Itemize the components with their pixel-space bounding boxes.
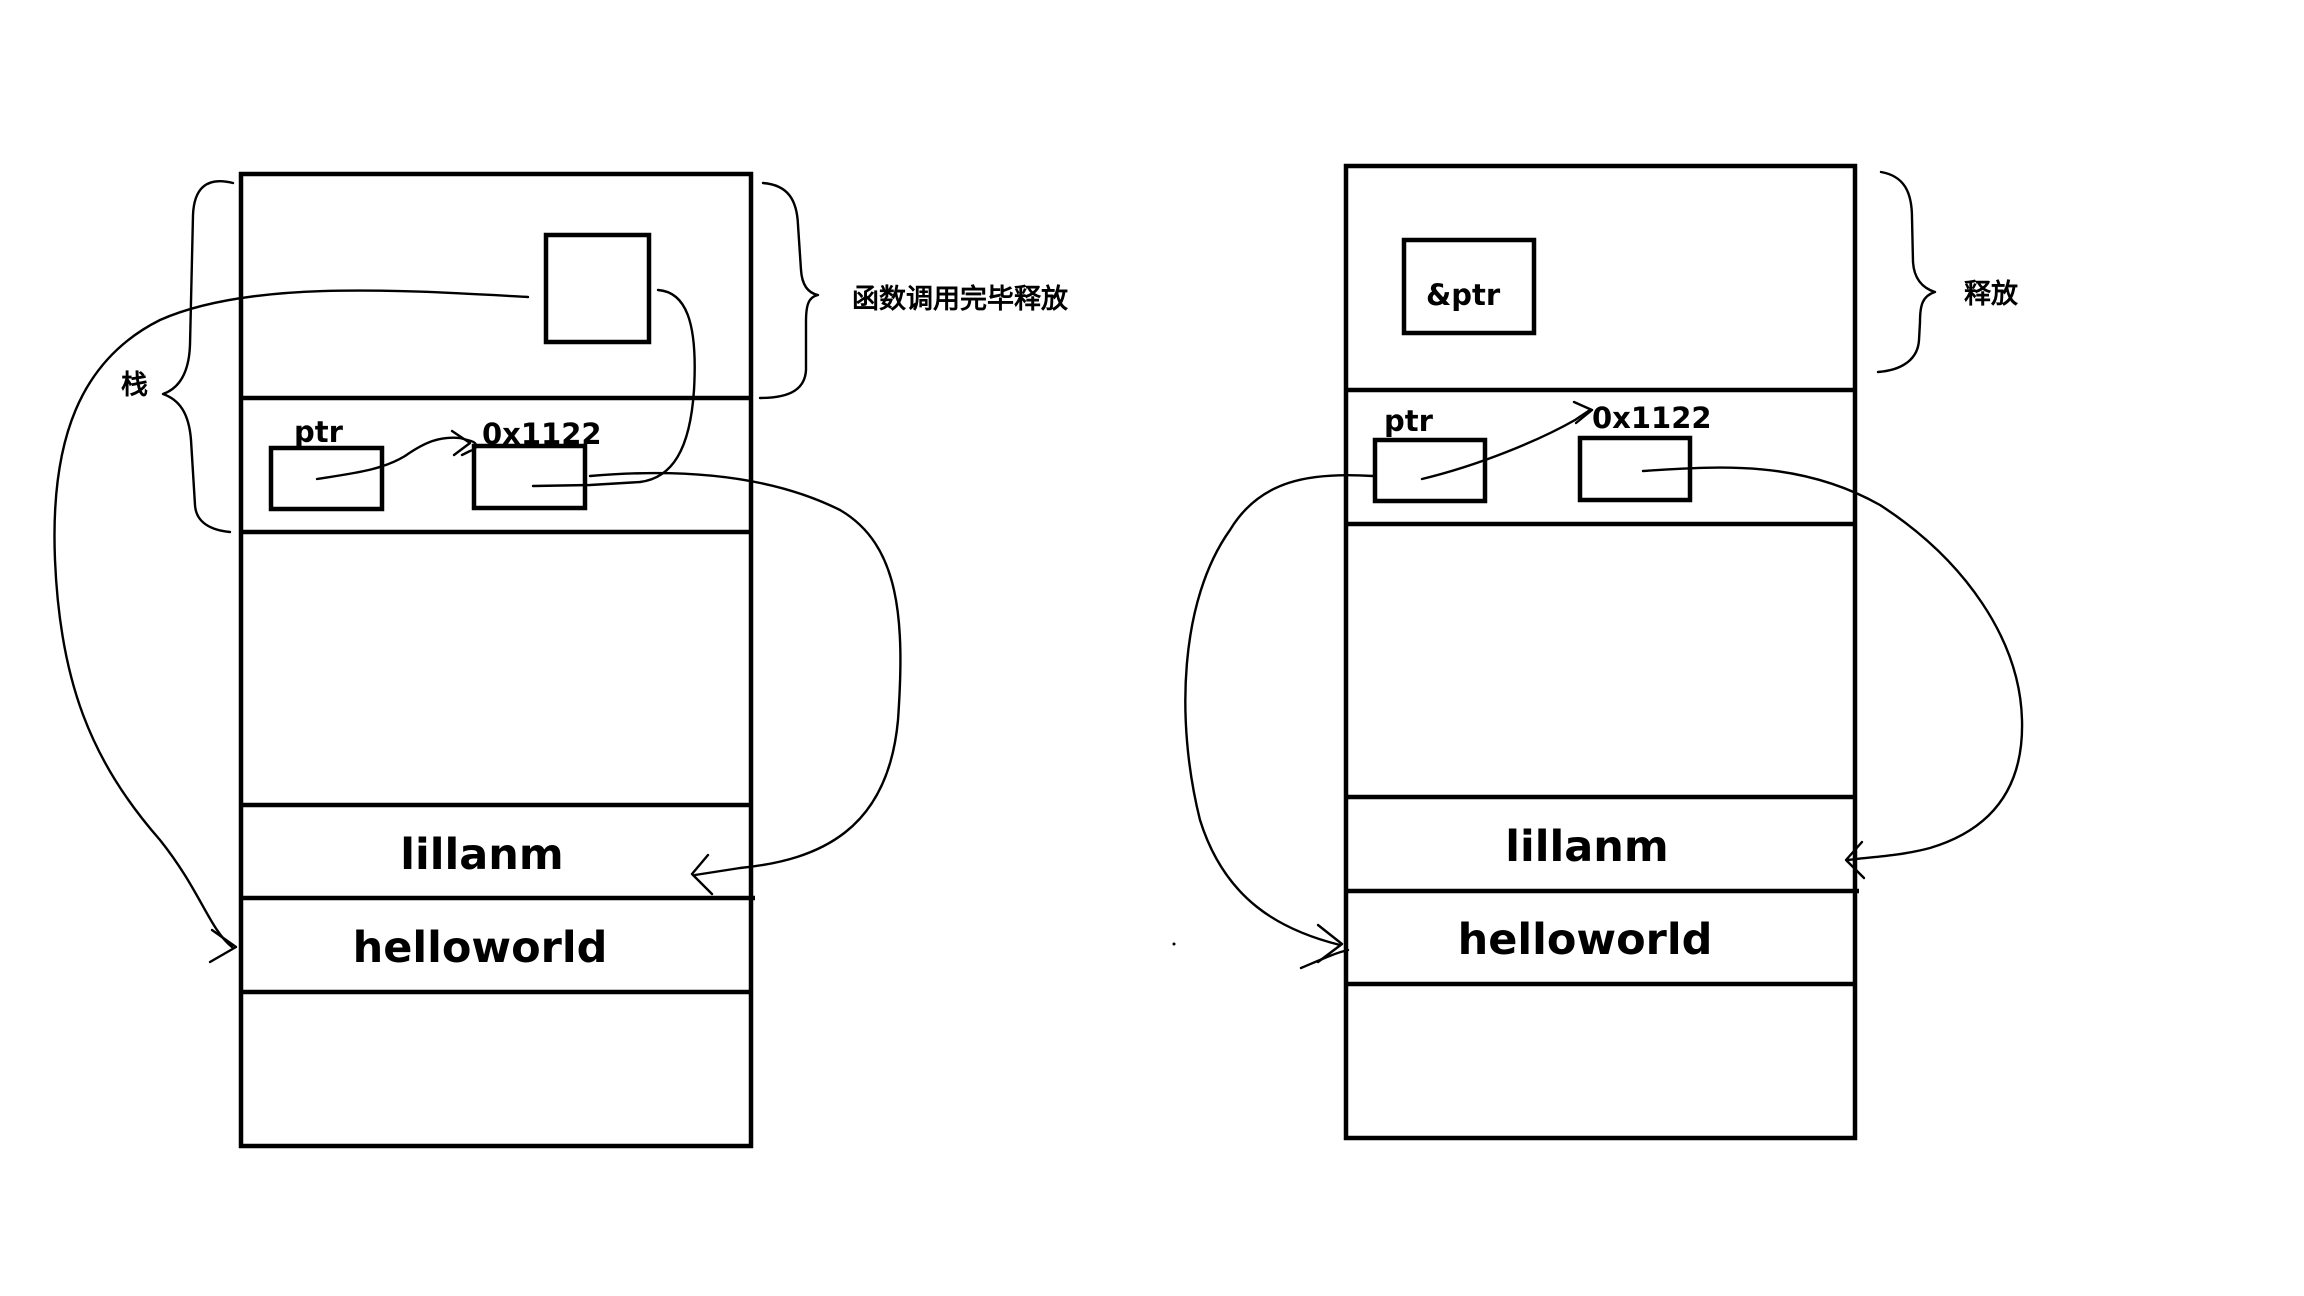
left-lillanm-arrowhead bbox=[690, 853, 714, 896]
right-addr-label: 0x1122 bbox=[1592, 401, 1712, 435]
left-function-box bbox=[543, 232, 652, 345]
right-ref-box bbox=[1401, 237, 1537, 336]
left-function-brace bbox=[758, 181, 820, 400]
right-helloworld-tail bbox=[1299, 948, 1350, 970]
left-addr-box bbox=[471, 443, 588, 511]
left-addr-label: 0x1122 bbox=[482, 417, 602, 451]
right-addr-to-lillanm-arrow bbox=[1641, 466, 2024, 862]
right-release-brace bbox=[1876, 170, 1937, 374]
left-func-to-helloworld-arrow bbox=[53, 289, 530, 949]
left-stack-label: 栈 bbox=[121, 370, 148, 401]
left-ptr-label: ptr bbox=[294, 415, 344, 449]
right-string-1: lillanm bbox=[1505, 822, 1668, 872]
right-helloworld-arrowhead bbox=[1316, 923, 1344, 964]
right-memory-frame bbox=[1343, 163, 1858, 1141]
left-func-to-addr-arrow bbox=[531, 288, 696, 488]
right-lillanm-arrowhead bbox=[1844, 840, 1866, 880]
left-string-2: helloworld bbox=[353, 923, 608, 973]
right-ptr-to-addr-arrow bbox=[1420, 408, 1592, 481]
left-brace-label: 函数调用完毕释放 bbox=[852, 283, 1069, 315]
right-memory-panel: &ptr ptr 0x1122 lillanm helloworld 释放 bbox=[1184, 163, 2024, 1141]
stray-dot bbox=[1172, 942, 1176, 946]
right-ptr-to-helloworld-arrow bbox=[1184, 473, 1375, 947]
left-memory-panel: ptr 0x1122 lillanm helloworld 栈 函数调用完毕释放 bbox=[53, 171, 1069, 1149]
left-stack-brace bbox=[161, 180, 235, 534]
left-ptr-to-addr-arrow bbox=[315, 436, 478, 481]
left-ptr-arrowhead bbox=[450, 429, 472, 457]
right-ref-label: &ptr bbox=[1426, 278, 1501, 312]
right-ptr-arrowhead bbox=[1572, 400, 1594, 425]
left-memory-frame bbox=[238, 171, 754, 1149]
left-ptr-box bbox=[268, 445, 385, 512]
left-string-1: lillanm bbox=[400, 830, 563, 880]
right-string-2: helloworld bbox=[1458, 915, 1713, 965]
right-brace-label: 释放 bbox=[1964, 278, 2019, 310]
right-ptr-box bbox=[1372, 437, 1488, 504]
left-helloworld-arrowhead bbox=[208, 928, 238, 964]
right-ptr-label: ptr bbox=[1384, 404, 1434, 438]
left-addr-to-lillanm-arrow bbox=[588, 471, 902, 877]
